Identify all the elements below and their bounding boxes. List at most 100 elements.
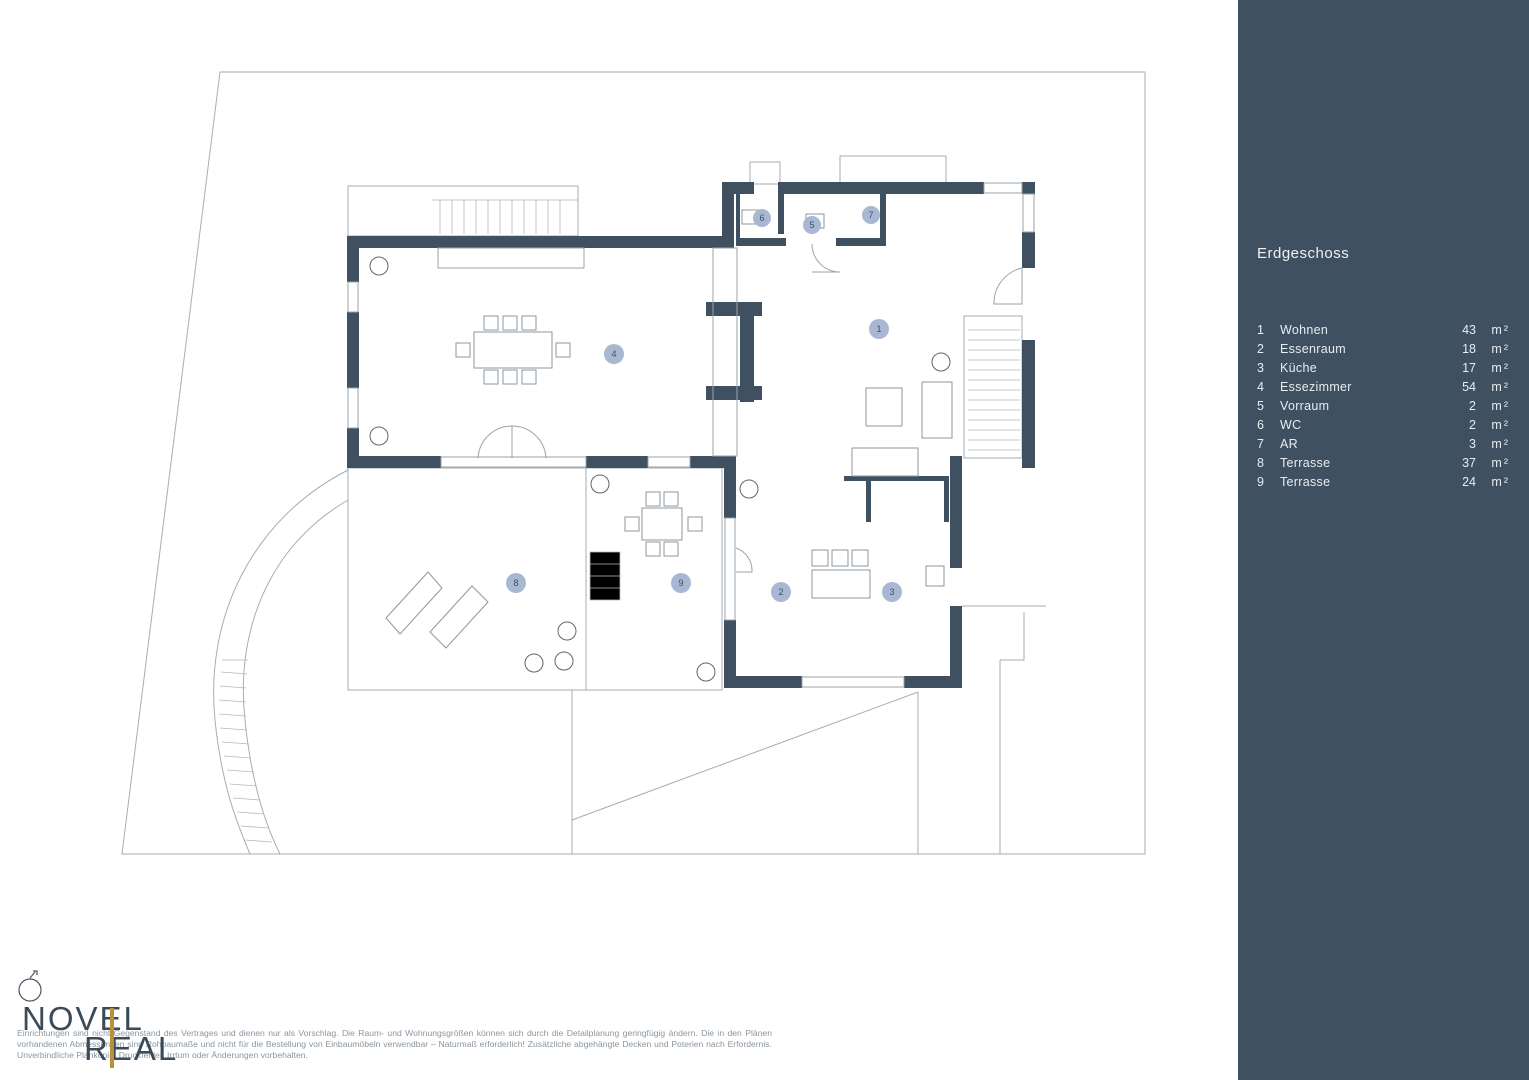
room-list-item: 8 Terrasse 37 m² [1257,455,1510,474]
site-line [1000,612,1025,661]
room-badge-6: 6 [759,213,764,223]
room-area: 2 [1469,418,1476,432]
room-unit: m² [1491,418,1510,432]
room-unit: m² [1491,380,1510,394]
wall [724,676,802,688]
door-swing [477,425,547,459]
kitchen-block [437,247,585,269]
sun-lounger [429,585,489,649]
wall [724,620,736,688]
top-entry-2 [839,155,947,185]
kitchen-island [811,569,871,599]
room-name: AR [1280,437,1298,451]
disclaimer-text: Einrichtungen sind nicht Gegenstand des … [17,1028,772,1060]
room-name: Terrasse [1280,456,1331,470]
floor-plan: 1 2 3 4 5 6 7 8 9 [121,71,1146,855]
plants [369,256,951,682]
logo-line-2: REAL [84,1030,179,1067]
wall [722,182,754,194]
room-number: 3 [1257,361,1264,375]
walls [347,182,1035,688]
room-unit: m² [1491,456,1510,470]
room-badge-1: 1 [876,324,881,334]
plant-icon [369,256,389,276]
plant-icon [590,474,610,494]
window [347,281,359,313]
room-area: 43 [1462,323,1476,337]
plant-icon [931,352,951,372]
room-area: 18 [1462,342,1476,356]
room-area: 17 [1462,361,1476,375]
wall [778,182,984,194]
door-swing [735,547,753,573]
plant-icon [524,653,544,673]
room-badge-9: 9 [678,578,683,588]
room-number: 7 [1257,437,1264,451]
wall [844,476,948,481]
room-badge-4: 4 [611,349,616,359]
top-entry-1 [749,161,781,185]
room-badges: 1 2 3 4 5 6 7 8 9 [506,206,902,602]
room-badge-2: 2 [778,587,783,597]
wall [1022,340,1035,468]
wall [347,236,359,282]
sun-lounger [385,571,443,635]
window [712,247,738,457]
window [1022,193,1035,233]
wall [904,676,962,688]
wall [736,238,786,246]
room-area: 54 [1462,380,1476,394]
north-arrow-icon [18,970,42,1002]
sofa [921,381,953,439]
room-name: Terrasse [1280,475,1331,489]
room-number: 5 [1257,399,1264,413]
top-stair [347,185,579,237]
wall [347,236,732,248]
door-swing [993,267,1023,305]
wall [722,182,734,248]
wall [880,194,886,244]
room-area: 2 [1469,399,1476,413]
room-unit: m² [1491,342,1510,356]
terrace-9-outline [585,467,723,691]
wall [778,182,784,234]
room-badge-3: 3 [889,587,894,597]
logo-accent [110,1008,114,1068]
wall [736,194,740,244]
wall [347,312,359,388]
room-number: 9 [1257,475,1264,489]
room-name: Wohnen [1280,323,1329,337]
site-line [571,691,919,821]
curved-stair-outer [213,469,349,855]
room-unit: m² [1491,399,1510,413]
room-unit: m² [1491,361,1510,375]
room-number: 1 [1257,323,1264,337]
wall [740,302,754,402]
room-badge-5: 5 [809,220,814,230]
terrace-table [641,507,683,541]
window [347,387,359,429]
sofa [851,447,919,477]
room-area: 3 [1469,437,1476,451]
wall [706,386,762,400]
wall [866,476,871,522]
room-number: 8 [1257,456,1264,470]
dining-table [473,331,553,369]
wall [950,456,962,568]
room-unit: m² [1491,323,1510,337]
room-name: WC [1280,418,1302,432]
plant-icon [557,621,577,641]
window [801,676,905,688]
room-area: 37 [1462,456,1476,470]
room-badge-7: 7 [868,210,873,220]
plant-icon [554,651,574,671]
plant-icon [369,426,389,446]
